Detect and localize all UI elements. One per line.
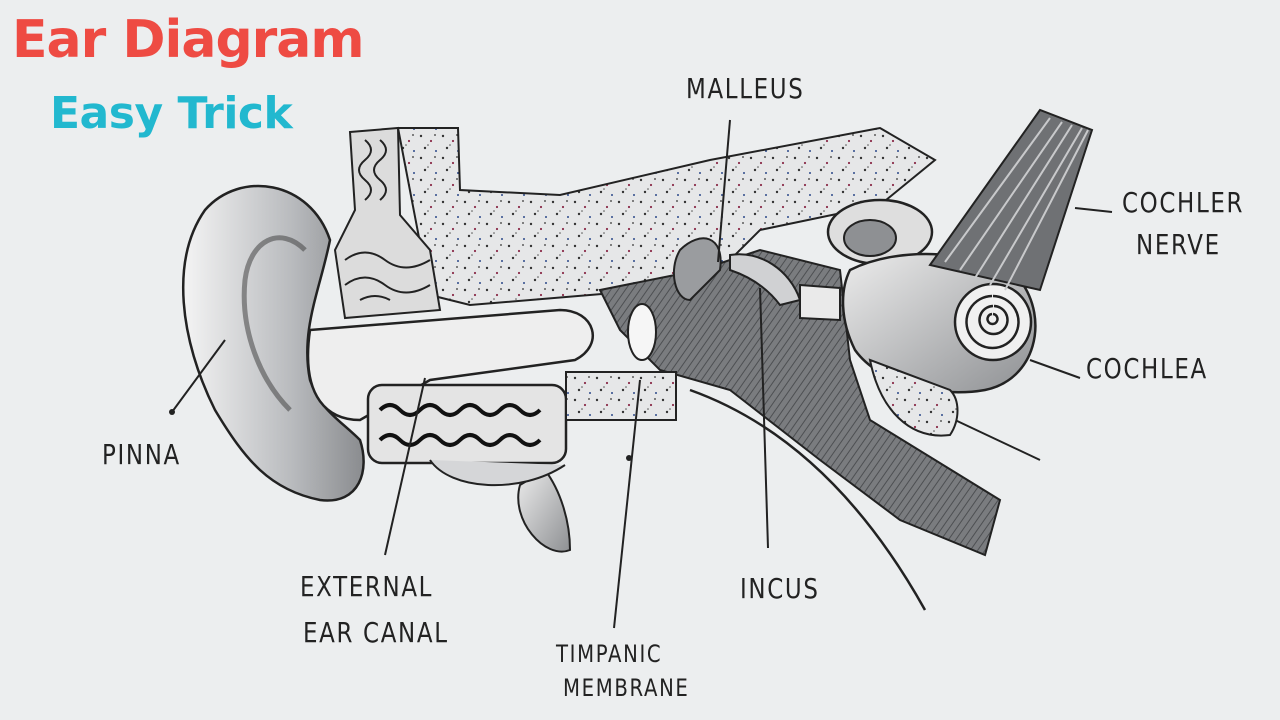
label-tympanic-membrane-line1: TIMPANIC xyxy=(556,640,663,668)
malleus-bone xyxy=(672,237,722,302)
label-incus: INCUS xyxy=(740,572,820,605)
label-cochlear-nerve-line1: COCHLER xyxy=(1122,186,1245,219)
label-external-ear-canal-line2: EAR CANAL xyxy=(303,616,449,649)
bony-canal-segment xyxy=(366,383,568,465)
leader-lines xyxy=(171,119,1113,629)
stapes-bone xyxy=(799,283,841,322)
cochlear-nerve-fibres xyxy=(928,108,1094,292)
tympanic-membrane-shape xyxy=(627,303,657,361)
leader-dots xyxy=(169,409,632,461)
tissue-coils xyxy=(344,139,431,301)
temporal-bone-region xyxy=(396,126,937,307)
page-subtitle: Easy Trick xyxy=(50,88,293,139)
label-malleus: MALLEUS xyxy=(686,72,805,105)
earlobe-tail xyxy=(517,468,572,553)
label-external-ear-canal-line1: EXTERNAL xyxy=(300,570,434,603)
page-title: Ear Diagram xyxy=(12,10,365,70)
label-cochlea: COCHLEA xyxy=(1086,352,1208,385)
label-tympanic-membrane-line2: MEMBRANE xyxy=(563,674,690,702)
label-pinna: PINNA xyxy=(102,438,181,471)
label-cochlear-nerve-line2: NERVE xyxy=(1136,228,1221,261)
